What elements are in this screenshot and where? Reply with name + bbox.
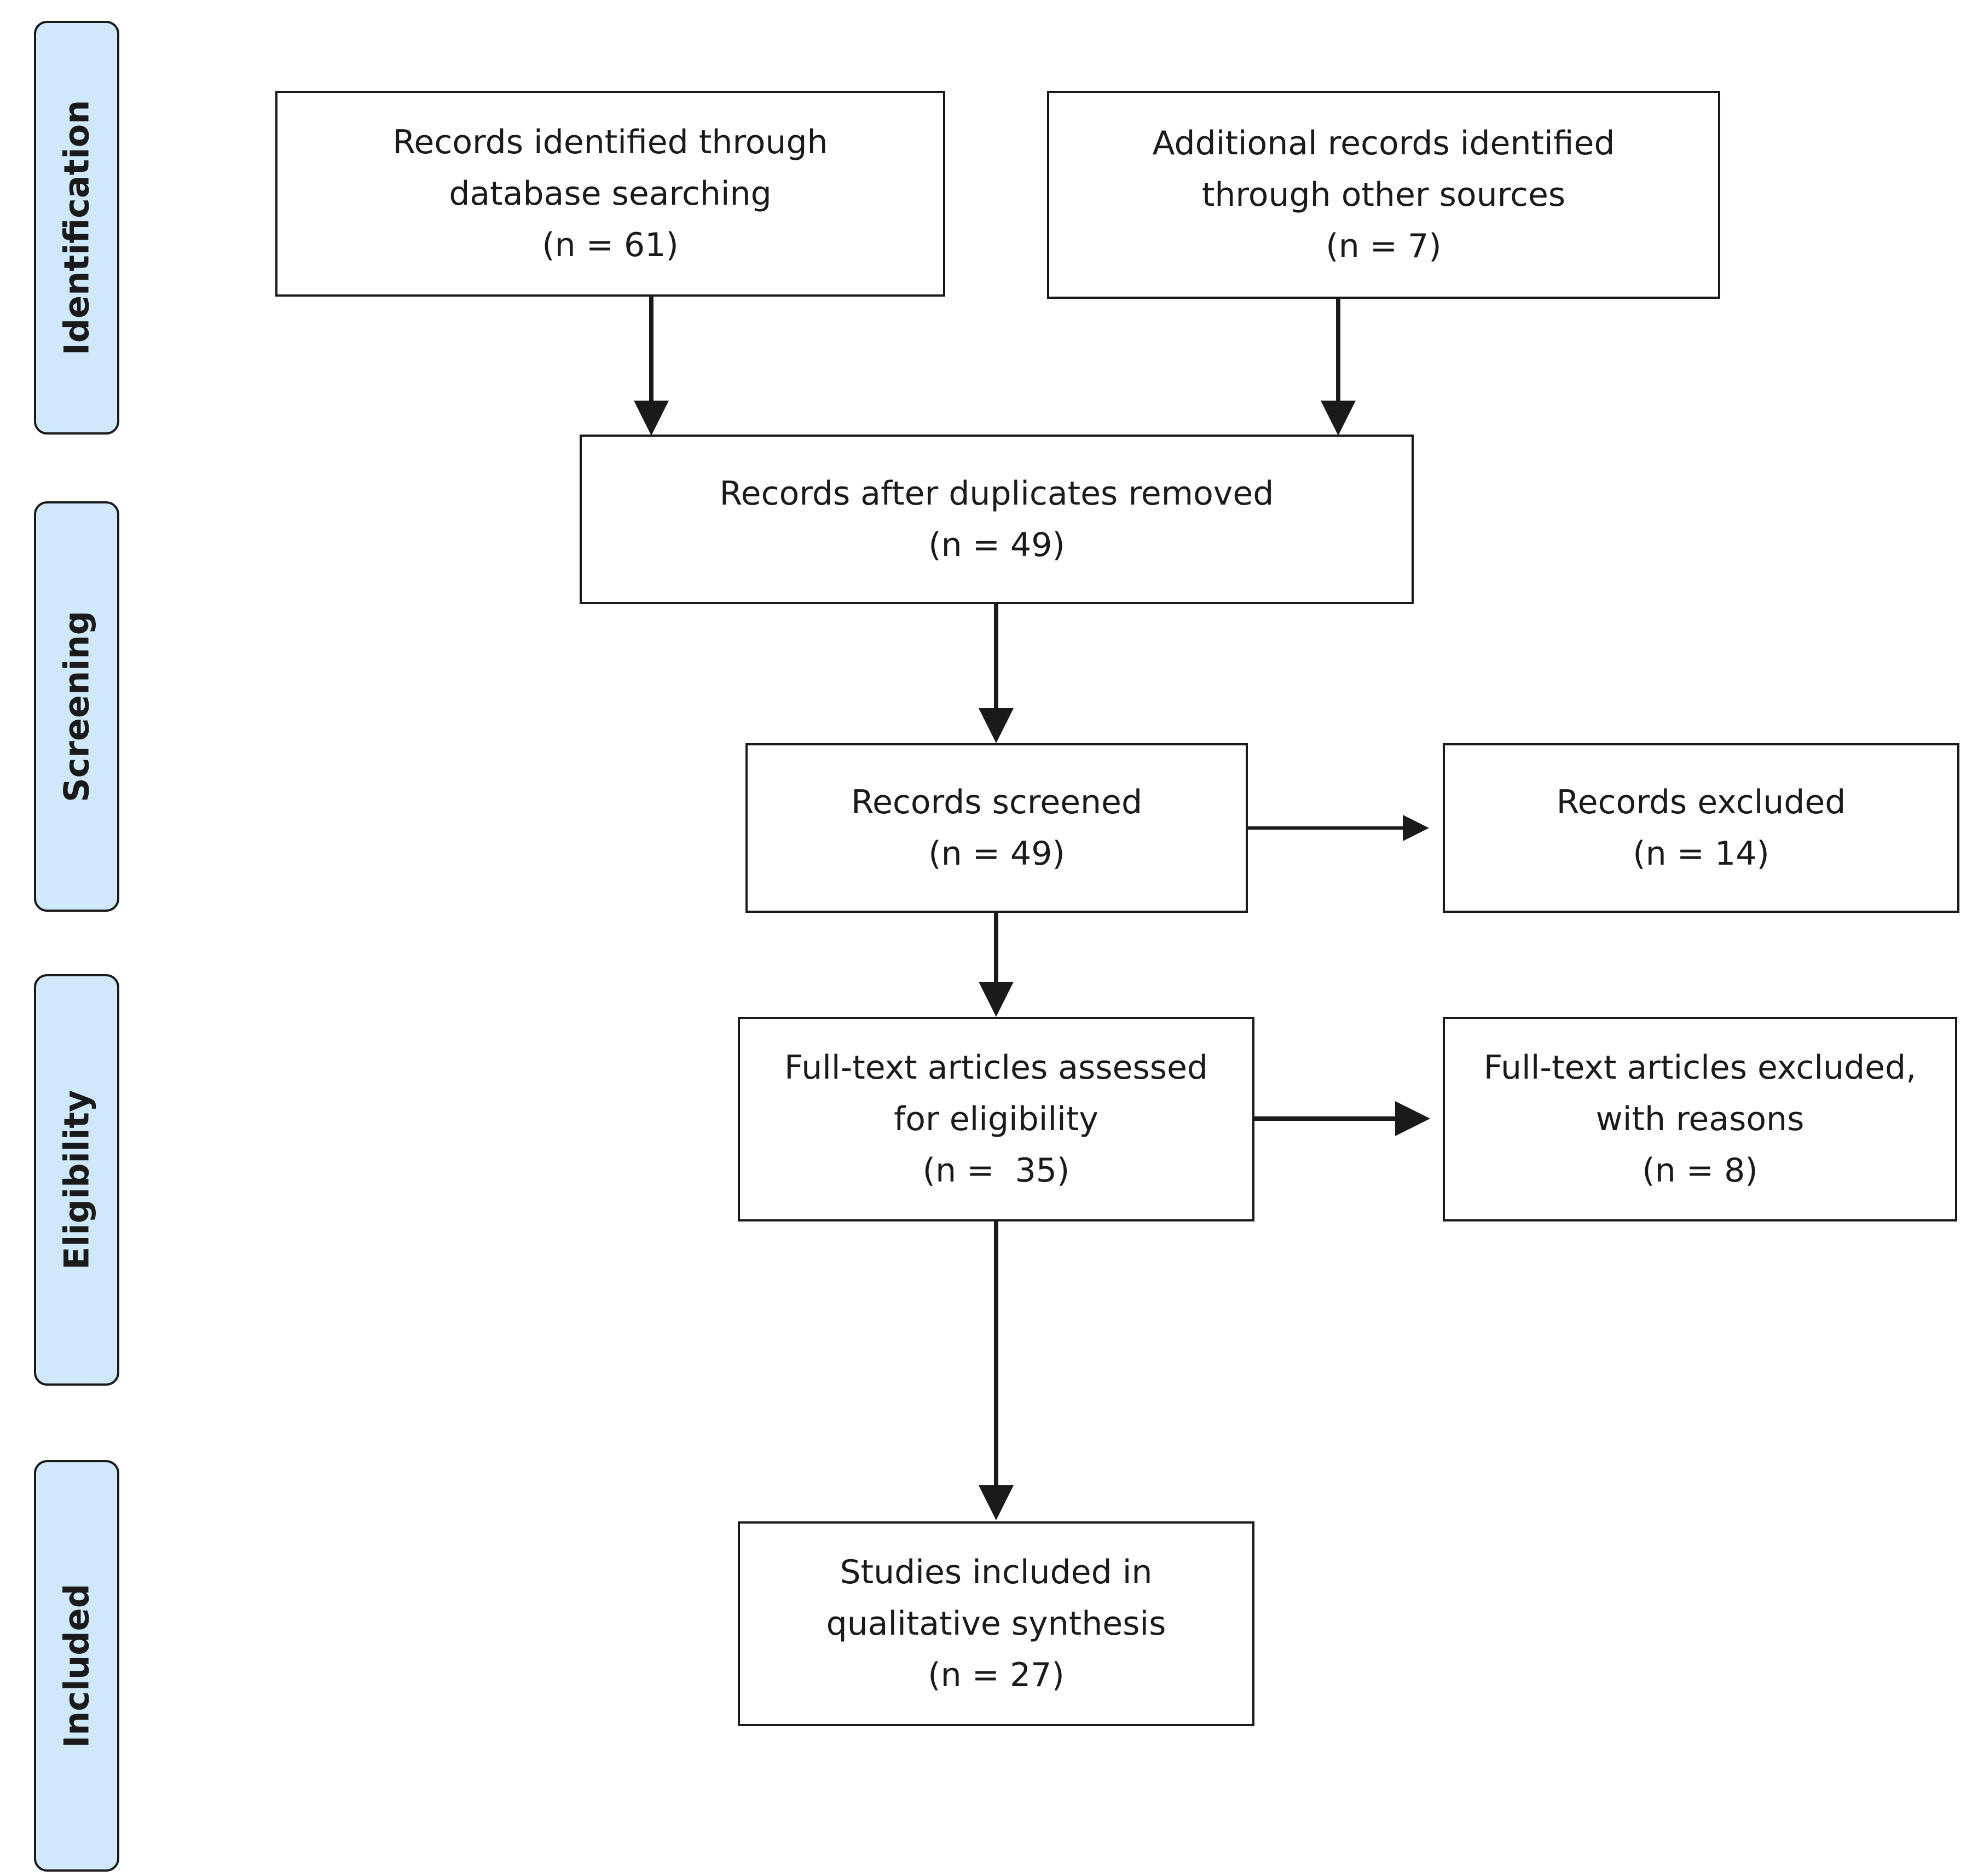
box-records-screened: Records screened (n = 49) [745,743,1248,913]
box-database-records: Records identified through database sear… [275,91,945,297]
box-records-excluded: Records excluded (n = 14) [1443,743,1959,913]
box-database-line1: Records identified through [392,123,828,161]
box-studies-included: Studies included in qualitative synthesi… [738,1521,1254,1726]
box-other-sources: Additional records identified through ot… [1047,91,1720,299]
box-duplicates-removed: Records after duplicates removed (n = 49… [580,435,1414,604]
box-duplicates-line1: Records after duplicates removed [719,474,1274,513]
box-fulltext-excluded-line2: with reasons [1595,1100,1805,1138]
box-other-count: (n = 7) [1326,227,1442,265]
box-included-line1: Studies included in [840,1553,1153,1591]
box-screened-line1: Records screened [851,783,1143,821]
box-duplicates-count: (n = 49) [928,526,1065,564]
box-excluded-line1: Records excluded [1556,783,1846,821]
box-included-count: (n = 27) [928,1656,1065,1694]
box-screened-count: (n = 49) [928,835,1065,873]
box-fulltext-assessed-line1: Full-text articles assessed [784,1049,1208,1087]
box-fulltext-assessed: Full-text articles assessed for eligibil… [738,1017,1254,1221]
phase-identification: Identification [34,21,119,435]
box-fulltext-excluded: Full-text articles excluded, with reason… [1443,1017,1957,1221]
box-fulltext-excluded-count: (n = 8) [1642,1151,1758,1190]
box-fulltext-assessed-line2: for eligibility [894,1100,1098,1138]
box-excluded-count: (n = 14) [1633,835,1769,873]
box-included-line2: qualitative synthesis [826,1605,1166,1643]
box-fulltext-assessed-count: (n = 35) [922,1151,1070,1190]
phase-eligibility: Eligibility [34,974,119,1386]
phase-included: Included [34,1460,119,1872]
box-other-line2: through other sources [1201,176,1566,214]
box-database-count: (n = 61) [542,226,679,264]
box-other-line1: Additional records identified [1152,124,1615,163]
phase-screening: Screening [34,501,119,912]
box-fulltext-excluded-line1: Full-text articles excluded, [1483,1049,1917,1087]
box-database-line2: database searching [449,175,772,213]
